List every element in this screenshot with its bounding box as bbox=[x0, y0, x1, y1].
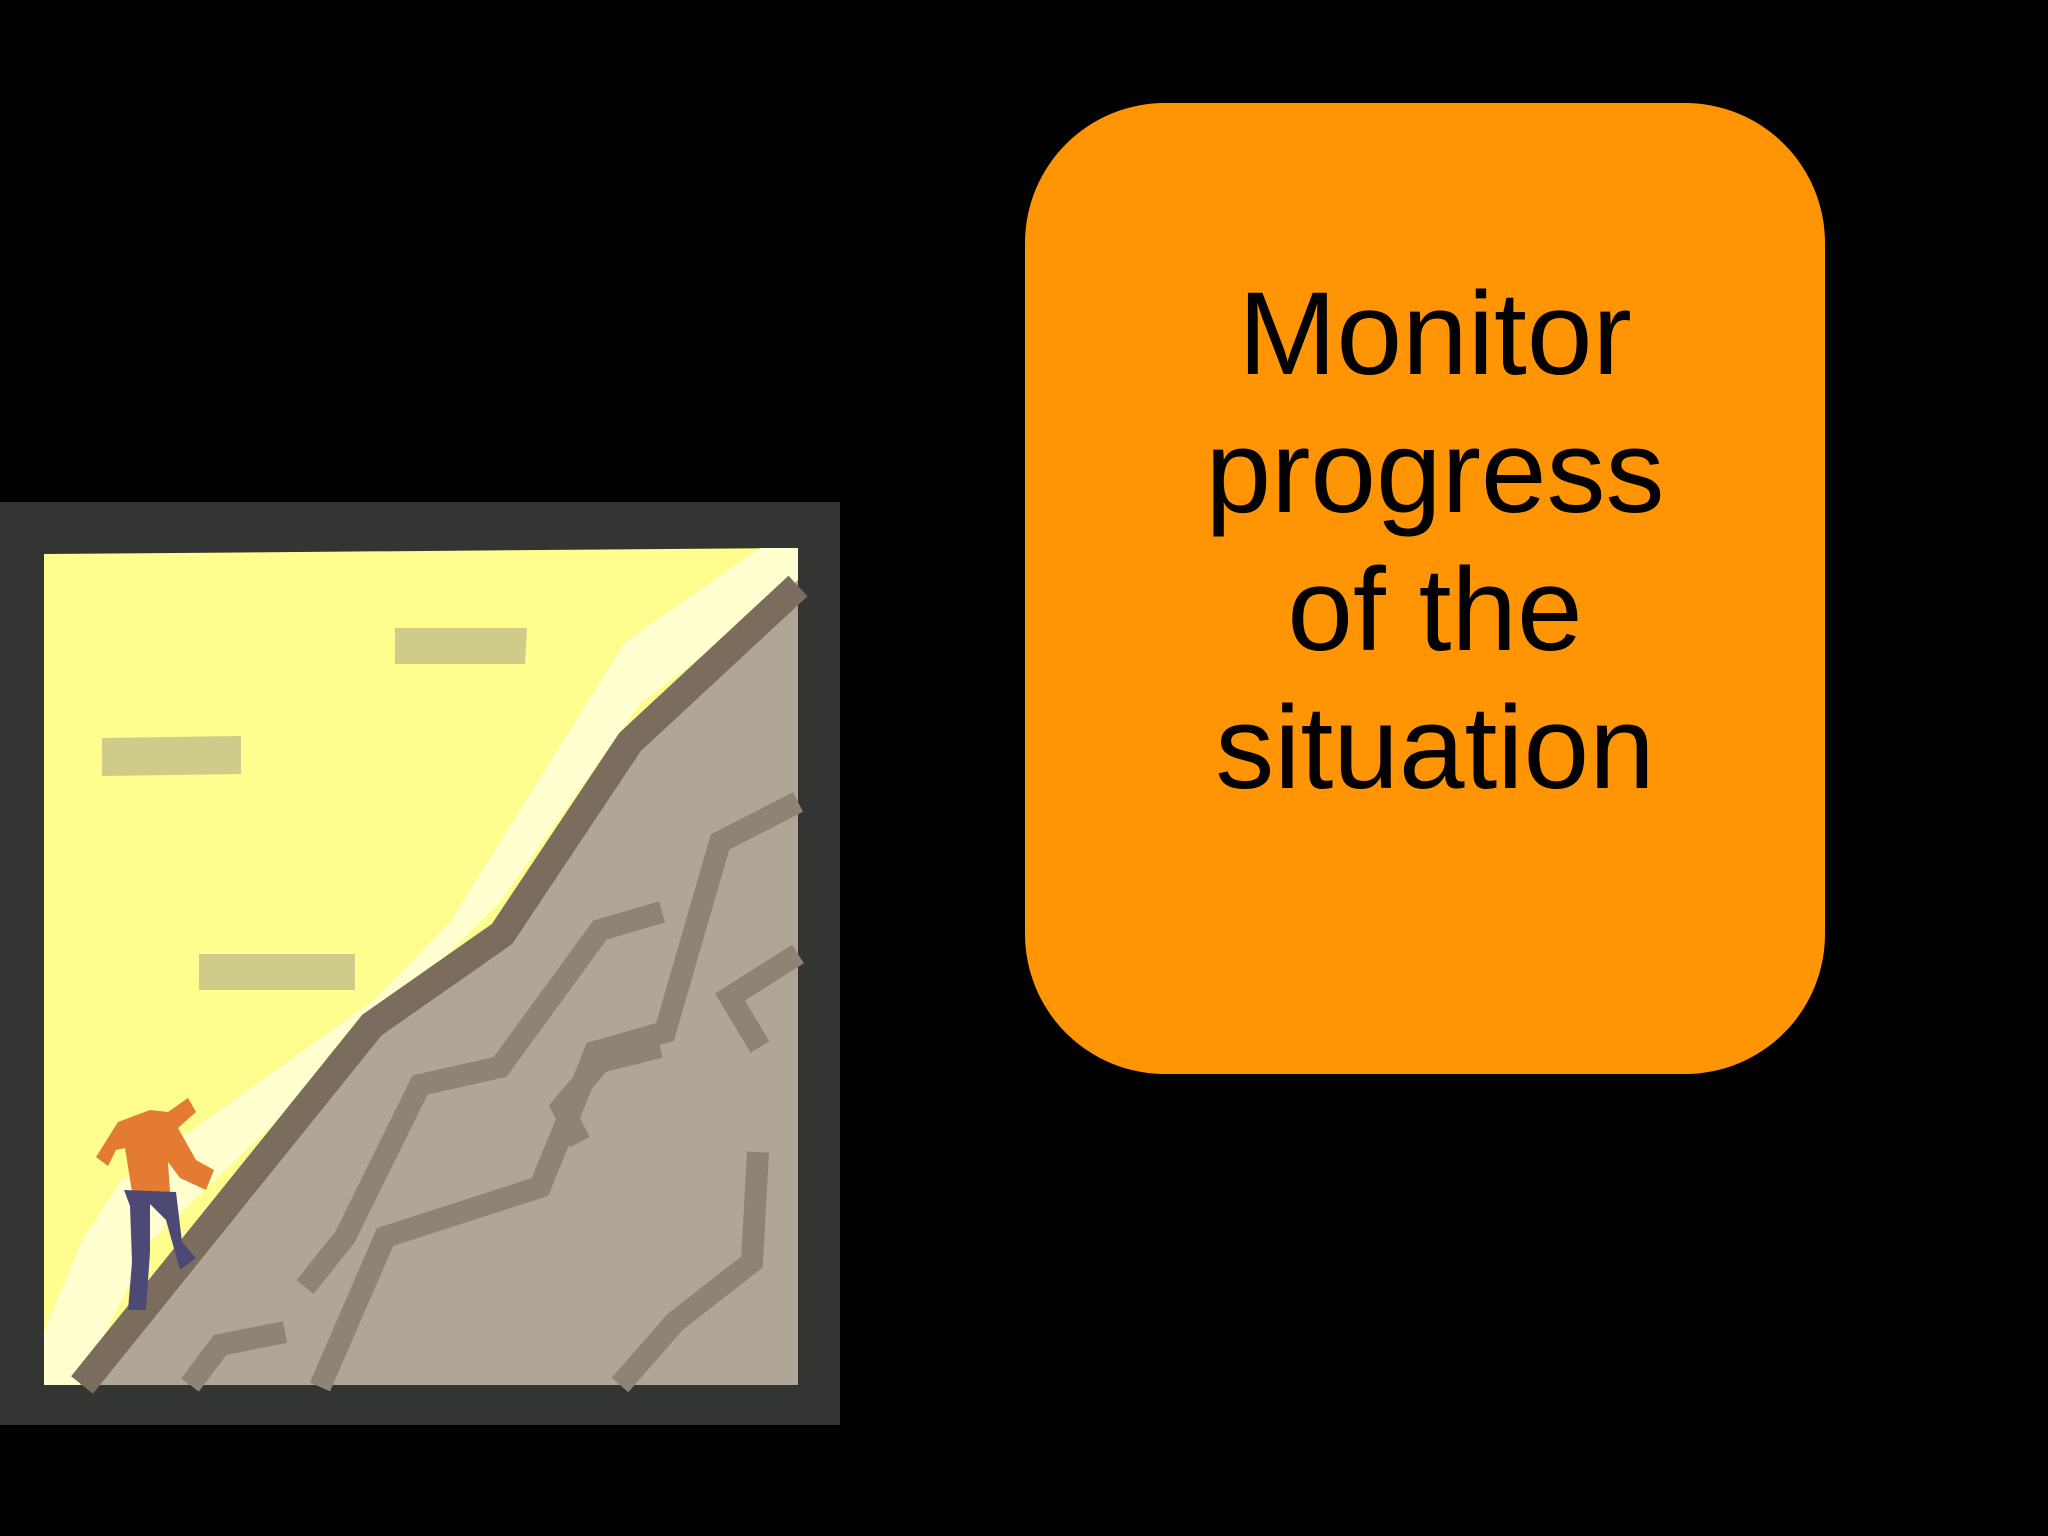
rock-cracks bbox=[181, 792, 804, 1393]
climber-legs bbox=[124, 1190, 196, 1310]
cloud bbox=[395, 628, 527, 664]
mountain-climber-icon bbox=[0, 502, 840, 1425]
callout-text: Monitor progress of the situation bbox=[1205, 267, 1665, 814]
ridge bbox=[71, 575, 808, 1394]
climber bbox=[96, 1098, 214, 1192]
callout-box: Monitor progress of the situation bbox=[1025, 103, 1825, 1074]
cloud bbox=[102, 736, 241, 776]
sky-glow bbox=[44, 548, 798, 1385]
cloud bbox=[199, 954, 355, 990]
